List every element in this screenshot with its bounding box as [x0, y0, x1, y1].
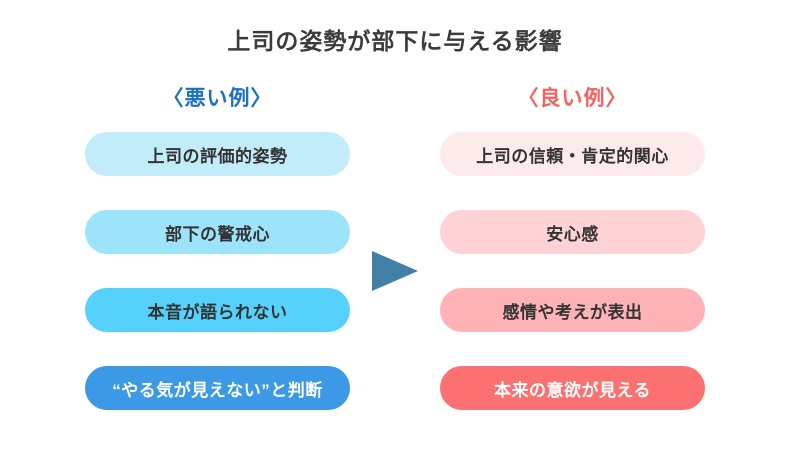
bad-example-pill: “やる気が見えない”と判断 [85, 366, 350, 410]
good-example-header: 〈良い例〉 [517, 87, 628, 110]
bad-example-column: 〈悪い例〉 上司の評価的姿勢 部下の警戒心 本音が語られない “やる気が見えない… [85, 82, 350, 444]
good-example-column: 〈良い例〉 上司の信頼・肯定的関心 安心感 感情や考えが表出 本来の意欲が見える [440, 82, 705, 444]
bad-example-header: 〈悪い例〉 [162, 87, 273, 110]
bad-example-pill: 部下の警戒心 [85, 210, 350, 254]
good-example-pill: 上司の信頼・肯定的関心 [440, 132, 705, 176]
page-title: 上司の姿勢が部下に与える影響 [227, 28, 563, 54]
good-example-pill: 安心感 [440, 210, 705, 254]
bad-example-pill: 本音が語られない [85, 288, 350, 332]
right-arrow-icon [372, 251, 418, 291]
bad-example-pill: 上司の評価的姿勢 [85, 132, 350, 176]
good-example-pill: 感情や考えが表出 [440, 288, 705, 332]
good-example-pill: 本来の意欲が見える [440, 366, 705, 410]
